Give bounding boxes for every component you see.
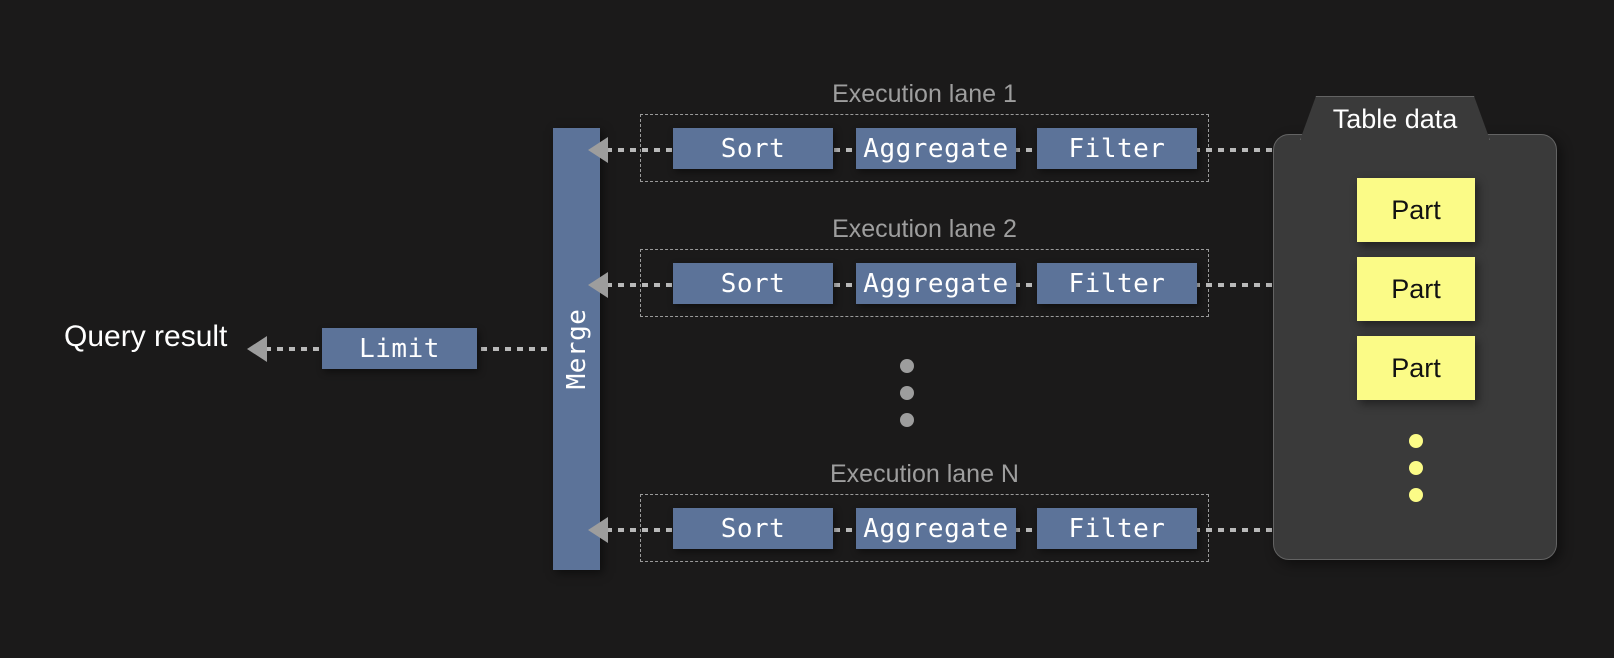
- part-box[interactable]: Part: [1357, 257, 1475, 321]
- operator-label: Sort: [720, 513, 786, 544]
- operator-label: Aggregate: [863, 513, 1009, 544]
- operator-label: Aggregate: [863, 268, 1009, 299]
- operator-limit[interactable]: Limit: [322, 328, 477, 369]
- arrowhead-lane-n: [588, 517, 608, 543]
- lane-title-n: Execution lane N: [829, 460, 1019, 488]
- part-ellipsis-dot: [1409, 461, 1423, 475]
- lane-title-2: Execution lane 2: [832, 215, 1017, 243]
- operator-filter-lane-n[interactable]: Filter: [1037, 508, 1197, 549]
- arrowhead-lane-2: [588, 272, 608, 298]
- operator-label: Sort: [720, 133, 786, 164]
- query-result-label: Query result: [64, 320, 228, 353]
- operator-aggregate-lane-1[interactable]: Aggregate: [856, 128, 1016, 169]
- arrowhead-lane-1: [588, 137, 608, 163]
- operator-limit-label: Limit: [359, 333, 440, 364]
- part-ellipsis-dot: [1409, 434, 1423, 448]
- operator-label: Aggregate: [863, 133, 1009, 164]
- operator-sort-lane-1[interactable]: Sort: [673, 128, 833, 169]
- operator-label: Sort: [720, 268, 786, 299]
- operator-sort-lane-2[interactable]: Sort: [673, 263, 833, 304]
- lane-title-1: Execution lane 1: [832, 80, 1017, 108]
- table-data-title: Table data: [1332, 103, 1458, 134]
- operator-filter-lane-2[interactable]: Filter: [1037, 263, 1197, 304]
- operator-label: Filter: [1068, 513, 1166, 544]
- lane-ellipsis-dot: [900, 413, 914, 427]
- part-box[interactable]: Part: [1357, 336, 1475, 400]
- merge-bar[interactable]: Merge: [553, 128, 600, 570]
- operator-label: Filter: [1068, 133, 1166, 164]
- table-data-tab-shape: [1300, 96, 1490, 140]
- arrowhead-query-result: [247, 336, 267, 362]
- operator-label: Filter: [1068, 268, 1166, 299]
- part-ellipsis-dot: [1409, 488, 1423, 502]
- part-label: Part: [1391, 194, 1441, 225]
- merge-label: Merge: [561, 308, 592, 390]
- operator-sort-lane-n[interactable]: Sort: [673, 508, 833, 549]
- lane-ellipsis-dot: [900, 359, 914, 373]
- operator-filter-lane-1[interactable]: Filter: [1037, 128, 1197, 169]
- lane-ellipsis-dot: [900, 386, 914, 400]
- operator-aggregate-lane-2[interactable]: Aggregate: [856, 263, 1016, 304]
- part-box[interactable]: Part: [1357, 178, 1475, 242]
- part-label: Part: [1391, 273, 1441, 304]
- part-label: Part: [1391, 352, 1441, 383]
- operator-aggregate-lane-n[interactable]: Aggregate: [856, 508, 1016, 549]
